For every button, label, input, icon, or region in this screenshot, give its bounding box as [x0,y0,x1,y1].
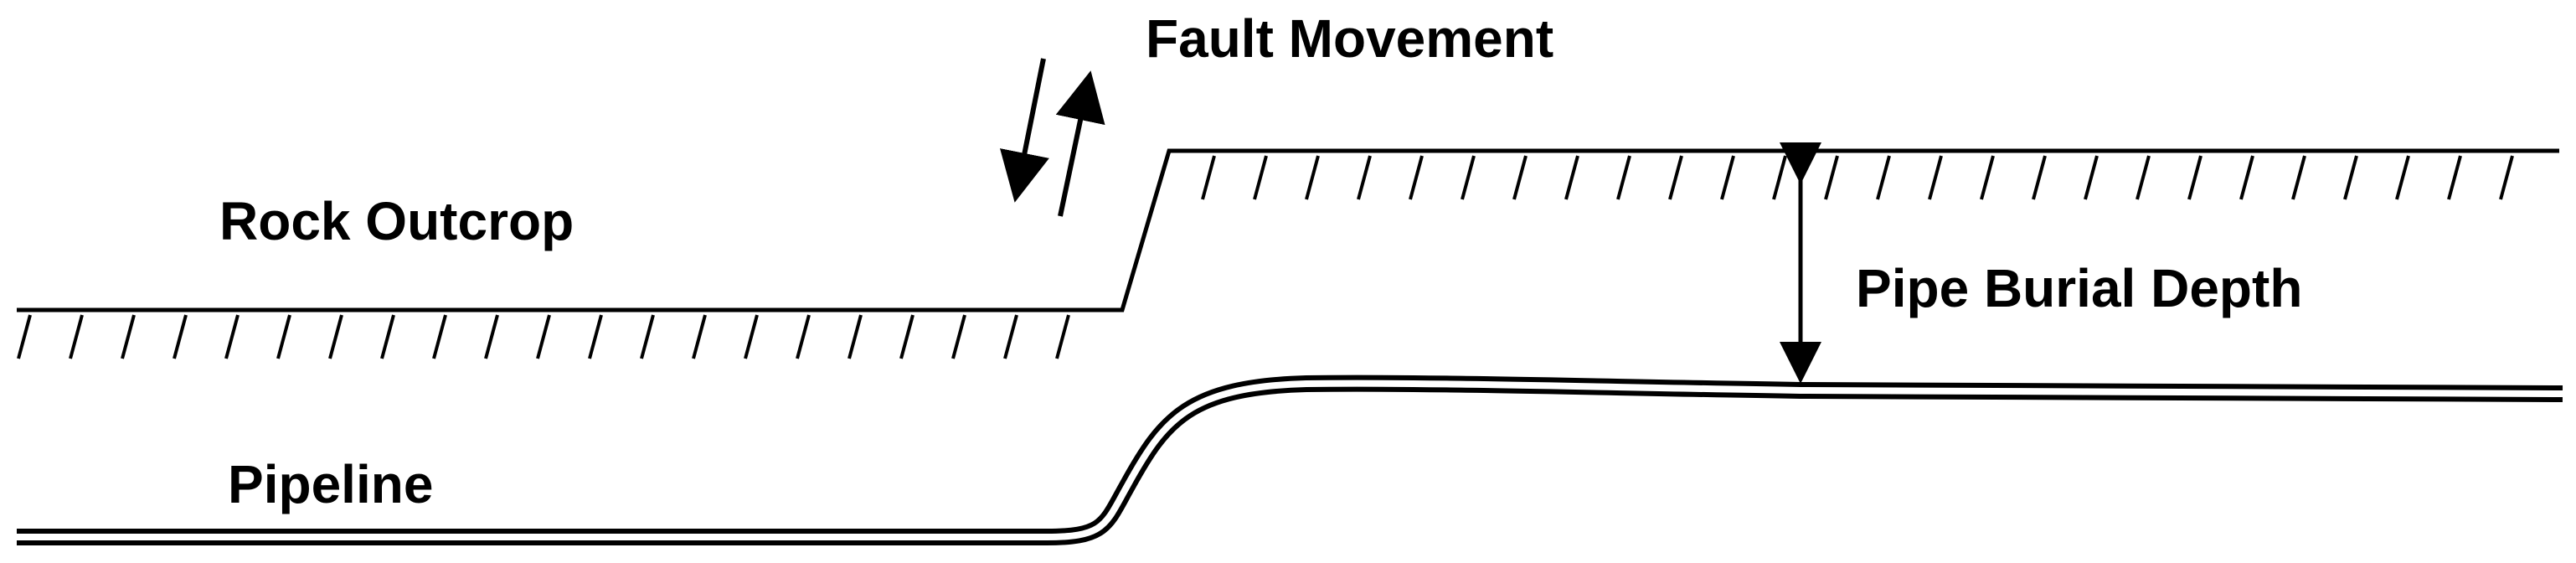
hatch-mark [2136,155,2151,200]
hatch-mark [588,314,603,359]
fault-movement-arrow-down [999,58,1049,203]
hatch-mark [1357,155,1372,200]
ground-hatching-left [17,314,1070,359]
hatch-mark [1201,155,1216,200]
pipe-burial-depth-label: Pipe Burial Depth [1856,258,2303,318]
hatch-mark [276,314,291,359]
hatch-mark [1512,155,1528,200]
hatch-mark [1720,155,1735,200]
hatch-mark [69,314,84,359]
hatch-mark [1980,155,1995,200]
ground-surface-line [17,148,2559,312]
hatch-mark [1928,155,1943,200]
hatch-mark [1055,314,1070,359]
fault-movement-label: Fault Movement [1146,8,1554,69]
hatch-mark [2239,155,2254,200]
hatch-mark [848,314,863,359]
ground-hatching-right [1201,155,2514,200]
hatch-mark [2291,155,2306,200]
hatch-mark [899,314,914,359]
hatch-mark [484,314,499,359]
hatch-mark [1409,155,1424,200]
hatch-mark [1461,155,1476,200]
hatch-mark [1305,155,1320,200]
hatch-mark [173,314,188,359]
fault-movement-arrow-up [1055,70,1105,217]
hatch-mark [1772,155,1787,200]
hatch-mark [1253,155,1268,200]
hatch-mark [536,314,551,359]
hatch-mark [1616,155,1631,200]
hatch-mark [744,314,759,359]
hatch-mark [2187,155,2202,200]
pipeline-inner-line [17,380,2563,540]
hatch-mark [2084,155,2099,200]
hatch-mark [796,314,811,359]
hatch-mark [640,314,655,359]
pipeline-label: Pipeline [228,454,434,514]
rock-outcrop-label: Rock Outcrop [219,191,574,251]
hatch-mark [951,314,966,359]
hatch-mark [17,314,32,359]
hatch-mark [692,314,707,359]
hatch-mark [2499,155,2514,200]
hatch-mark [1003,314,1018,359]
hatch-mark [2032,155,2047,200]
hatch-mark [2343,155,2358,200]
hatch-mark [1824,155,1839,200]
hatch-mark [1876,155,1891,200]
hatch-mark [380,314,395,359]
hatch-mark [2395,155,2410,200]
hatch-mark [432,314,447,359]
hatch-mark [224,314,240,359]
hatch-mark [1564,155,1579,200]
hatch-mark [1668,155,1683,200]
hatch-mark [328,314,343,359]
hatch-mark [121,314,136,359]
hatch-mark [2447,155,2462,200]
